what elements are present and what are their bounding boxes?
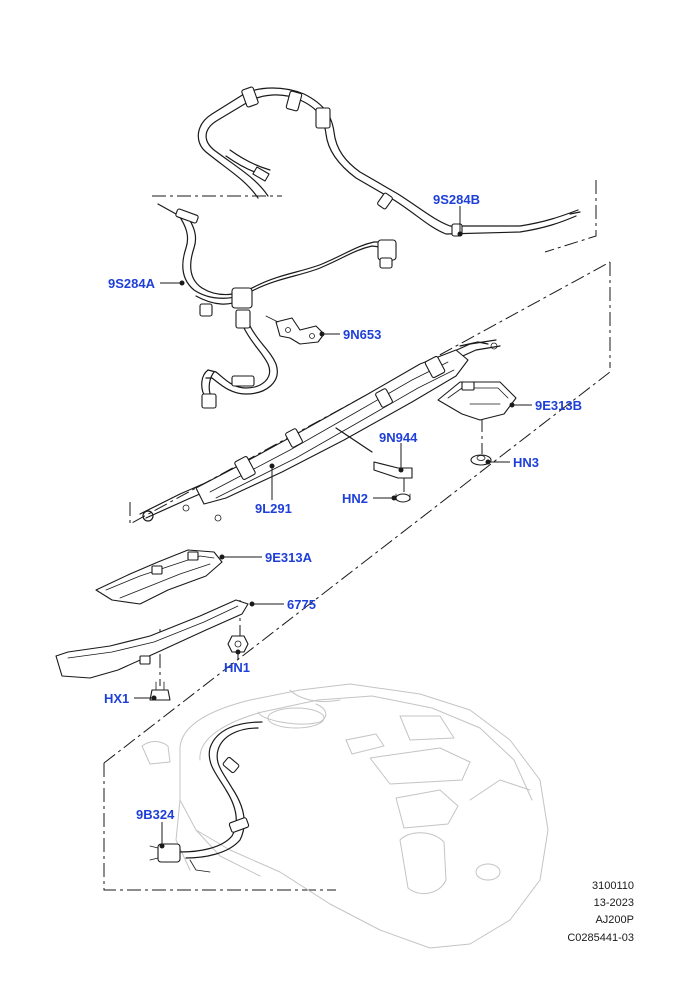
nut-HN1: [227, 635, 249, 653]
callout-9L291: 9L291: [255, 501, 292, 516]
reference-number: 3100110: [591, 880, 634, 892]
harness-9B324: [149, 721, 263, 873]
callout-9E313A: 9E313A: [265, 550, 312, 565]
callout-9N653: 9N653: [343, 327, 382, 342]
callout-HX1: HX1: [104, 691, 130, 706]
callout-9B324: 9B324: [136, 807, 175, 822]
callout-HN1: HN1: [224, 660, 251, 675]
callout-6775: 6775: [287, 597, 316, 612]
callout-9N944: 9N944: [379, 430, 418, 445]
bracket-9E313A: [95, 549, 223, 605]
leader-lines: [134, 206, 532, 849]
reference-date: 13-2023: [593, 897, 634, 909]
callout-HN2: HN2: [342, 491, 369, 506]
fuel-line-9S284B: [197, 86, 581, 237]
clip-9N653: [265, 315, 325, 345]
reference-illustration-id: C0285441-03: [567, 932, 634, 944]
group-boundaries: [103, 180, 611, 891]
reference-model: AJ200P: [595, 914, 634, 926]
fuel-line-9S284A: [157, 203, 397, 409]
callout-HN3: HN3: [513, 455, 540, 470]
callout-9S284B: 9S284B: [433, 192, 480, 207]
nut-HN2: [395, 493, 411, 503]
fuel-tank: [141, 683, 549, 949]
strap-9N944: [373, 461, 413, 479]
shield-9L291: [139, 339, 501, 522]
bracket-9E313B: [437, 381, 517, 421]
callout-9E313B: 9E313B: [535, 398, 582, 413]
callout-9S284A: 9S284A: [108, 276, 155, 291]
strap-6775: [55, 599, 249, 679]
